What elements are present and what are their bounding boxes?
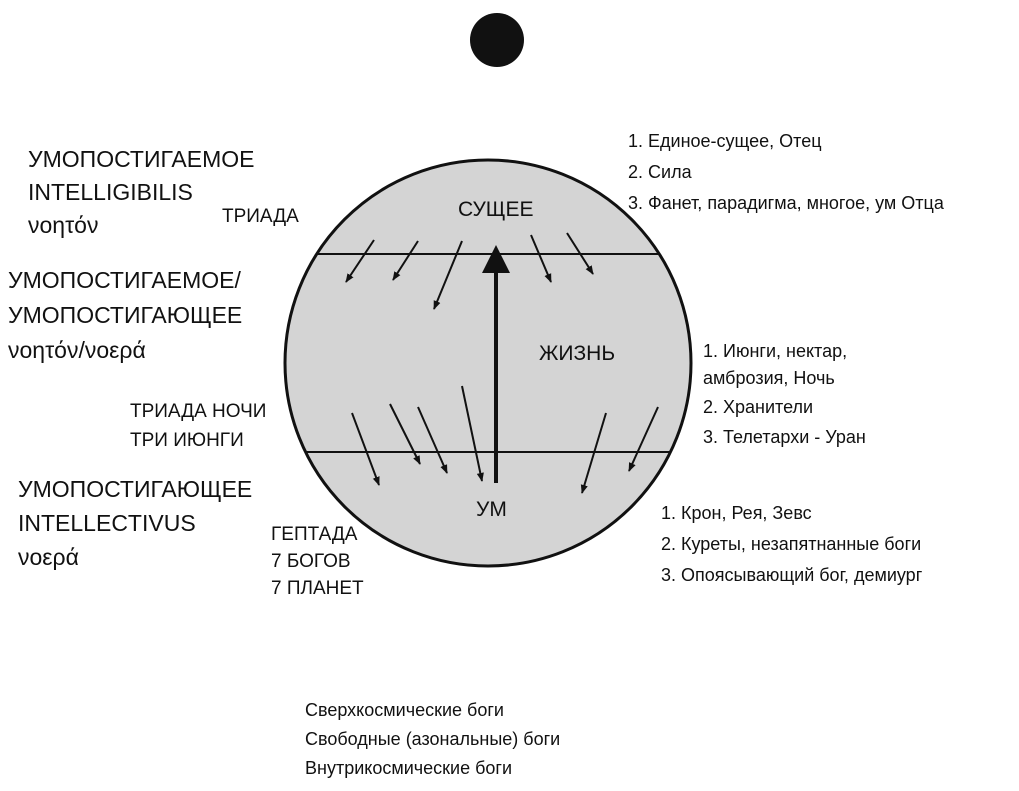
- label-intelligible: УМОПОСТИГАЕМОЕ INTELLIGIBILIS νοητόν: [28, 148, 255, 247]
- label-intelligible-gr: νοητόν: [28, 212, 99, 238]
- label-intelligible-ru: УМОПОСТИГАЕМОЕ: [28, 146, 255, 172]
- label-intellective-ru: УМОПОСТИГАЮЩЕЕ: [18, 476, 253, 502]
- label-ii-ru-1: УМОПОСТИГАЕМОЕ/: [8, 267, 241, 293]
- life-item-2: амброзия, Ночь: [703, 368, 835, 388]
- ascent-arrowhead: [482, 245, 510, 273]
- label-ii-ru-2: УМОПОСТИГАЮЩЕЕ: [8, 302, 243, 328]
- arrow-upper-2: [392, 240, 419, 281]
- label-intellective: УМОПОСТИГАЮЩЕЕ INTELLECTIVUS νοερά: [18, 478, 252, 580]
- arrow-lower-3: [417, 406, 448, 474]
- list-mind: 1. Крон, Рея, Зевс 2. Куреты, незапятнан…: [661, 498, 922, 591]
- arrow-lower-5: [580, 412, 607, 494]
- label-heptad-2: 7 БОГОВ: [271, 551, 351, 572]
- emanation-arrows-lower: [351, 385, 659, 494]
- legend-intracosmic: Внутрикосмические боги: [305, 758, 513, 778]
- label-life: ЖИЗНЬ: [539, 342, 616, 365]
- being-item-3: 3. Фанет, парадигма, многое, ум Отца: [628, 193, 944, 213]
- label-heptad-1: ГЕПТАДА: [271, 524, 358, 545]
- legend-azonal: Свободные (азональные) боги: [305, 729, 561, 749]
- label-intellective-gr: νοερά: [18, 544, 79, 570]
- life-item-3: 2. Хранители: [703, 397, 814, 417]
- label-night-triad: ТРИАДА НОЧИ ТРИ ИЮНГИ: [130, 402, 266, 460]
- life-item-4: 3. Телетархи - Уран: [703, 427, 866, 447]
- arrow-upper-3: [433, 240, 463, 310]
- label-ii-gr: νοητόν/νοερά: [8, 337, 146, 363]
- arrow-upper-4: [530, 234, 552, 283]
- label-heptad-3: 7 ПЛАНЕТ: [271, 578, 364, 599]
- gods-legend: Сверхкосмические боги Свободные (азональ…: [305, 696, 560, 783]
- being-item-2: 2. Сила: [628, 162, 692, 182]
- label-intelligible-intellective: УМОПОСТИГАЕМОЕ/ УМОПОСТИГАЮЩЕЕ νοητόν/νο…: [8, 269, 242, 374]
- arrow-lower-1: [351, 412, 380, 486]
- arrow-upper-1: [345, 239, 375, 283]
- mind-item-3: 3. Опоясывающий бог, демиург: [661, 565, 923, 585]
- label-mind: УМ: [476, 498, 507, 521]
- legend-supercosmic: Сверхкосмические боги: [305, 700, 504, 720]
- label-triad: ТРИАДА: [222, 206, 299, 227]
- life-item-1: 1. Июнги, нектар,: [703, 341, 848, 361]
- arrow-lower-6: [628, 406, 659, 472]
- mind-item-2: 2. Куреты, незапятнанные боги: [661, 534, 922, 554]
- label-night-triad-1: ТРИАДА НОЧИ: [130, 401, 267, 422]
- black-dot: [470, 13, 524, 67]
- arrow-lower-2: [389, 403, 421, 465]
- cosmos-circle: [283, 158, 693, 568]
- label-night-triad-2: ТРИ ИЮНГИ: [130, 430, 244, 451]
- arrow-upper-5: [566, 232, 594, 275]
- label-intellective-la: INTELLECTIVUS: [18, 510, 196, 536]
- label-heptad: ГЕПТАДА 7 БОГОВ 7 ПЛАНЕТ: [271, 525, 364, 606]
- label-being: СУЩЕЕ: [458, 198, 534, 221]
- list-life: 1. Июнги, нектар, амброзия, Ночь 2. Хран…: [703, 338, 866, 452]
- mind-item-1: 1. Крон, Рея, Зевс: [661, 503, 812, 523]
- emanation-arrows-upper: [345, 232, 594, 310]
- label-intelligible-la: INTELLIGIBILIS: [28, 179, 193, 205]
- list-being: 1. Единое-сущее, Отец 2. Сила 3. Фанет, …: [628, 126, 944, 219]
- arrow-lower-4: [461, 385, 484, 482]
- being-item-1: 1. Единое-сущее, Отец: [628, 131, 822, 151]
